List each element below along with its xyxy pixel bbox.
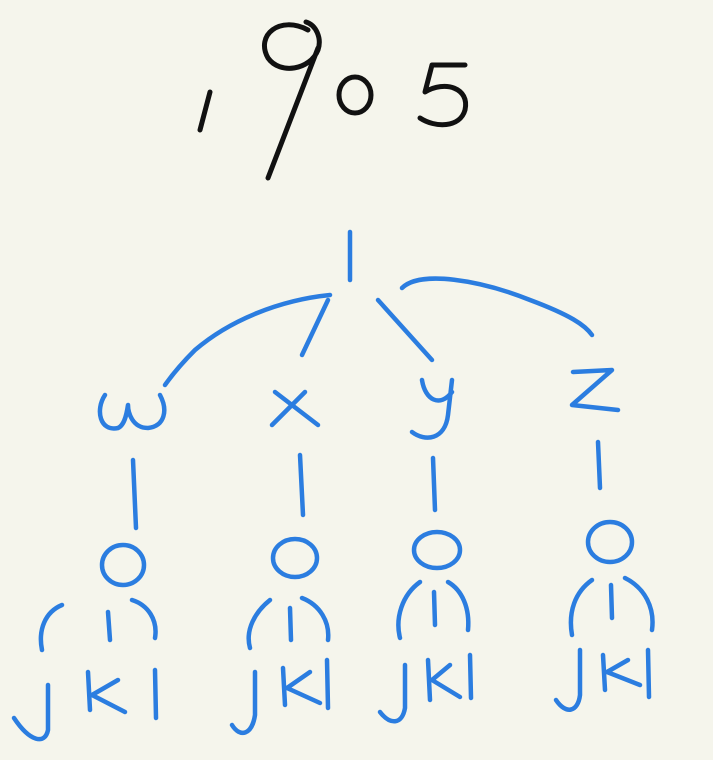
leaf-k-z [600,652,643,693]
branch-x [229,389,331,736]
branch-z [553,367,655,712]
number-1905 [197,19,469,181]
leaf-j-x [229,669,258,736]
edge-w-child [130,457,139,531]
node-0-z [585,519,635,565]
edge-y-child [430,455,438,513]
edge-root-w [162,292,333,388]
leaf-l-w [152,667,159,721]
arc-left-z [568,577,595,638]
arc-right-y [445,579,471,633]
letter-y [409,377,455,440]
arc-left-w [38,602,65,653]
letter-x [269,389,321,428]
branch-y [377,377,474,724]
digit-0 [336,74,374,116]
leaf-l-z [645,647,652,700]
branch-z-leaves: jkl [20,0,21,1]
letter-w [97,392,167,431]
node-0-w [99,542,147,588]
digit-1 [197,89,213,133]
digit-9 [261,19,322,181]
tree [11,229,655,742]
leaf-j-w [11,682,51,742]
edge-z-child [595,439,603,491]
leaf-j-z [553,647,583,712]
branch-w [11,392,167,742]
leaf-k-y [425,657,463,703]
leaf-l-y [467,652,474,701]
arc-left-x [246,597,273,651]
node-0-x [270,536,320,580]
arc-left-y [396,579,423,641]
bar-x [287,605,294,643]
edge-root-x [299,297,331,358]
arc-right-x [299,595,331,643]
leaf-l-x [324,657,331,711]
leaf-k-w [85,669,128,715]
edge-root-z [399,276,595,338]
leaf-j-y [377,662,408,724]
bar-z [608,582,615,621]
bar-w [105,609,113,643]
digit-5 [417,62,469,128]
arc-right-z [622,575,655,633]
edge-root-y [375,297,435,363]
edge-x-child [297,452,306,518]
arc-right-w [129,597,158,641]
node-0-y [411,529,463,571]
letter-z [569,367,621,413]
leaf-k-x [280,665,323,708]
bar-y [431,589,438,628]
text-carriers: 1905 1 w 1 0 jkl x 1 0 jkl y 1 0 jkl z 1… [0,0,713,1]
